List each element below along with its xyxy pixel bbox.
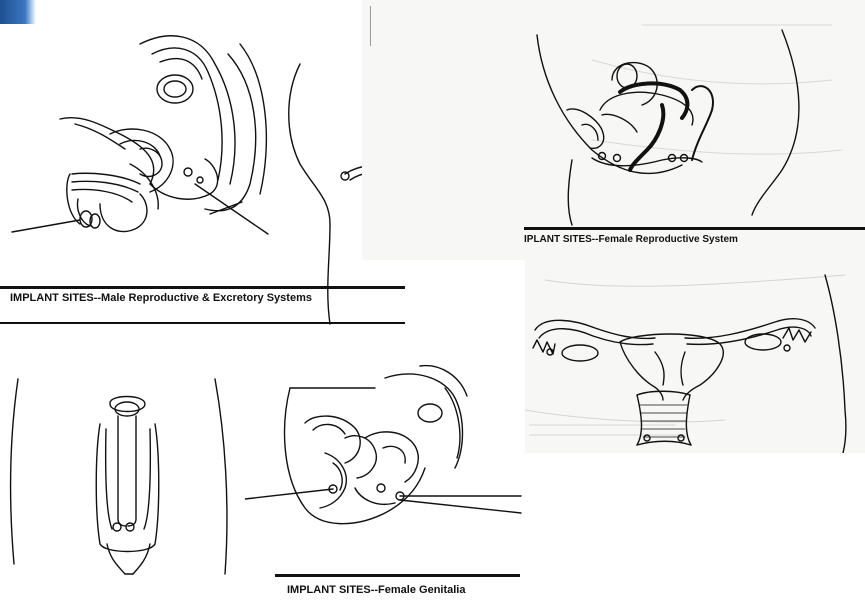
female-genitalia-drawing bbox=[245, 358, 525, 602]
male-caption: IMPLANT SITES--Male Reproductive & Excre… bbox=[10, 292, 312, 304]
female-external-panel bbox=[0, 334, 265, 602]
female-genitalia-caption: IMPLANT SITES--Female Genitalia bbox=[287, 584, 465, 596]
female-reproductive-panel: IPLANT SITES--Female Reproductive System bbox=[362, 0, 865, 260]
male-caption-rule-bottom bbox=[0, 322, 405, 324]
male-caption-rule-top bbox=[0, 286, 405, 289]
female-reproductive-caption-rule-top bbox=[524, 227, 865, 230]
female-reproductive-drawing bbox=[362, 0, 865, 260]
female-genitalia-caption-rule bbox=[275, 574, 520, 577]
female-external-drawing bbox=[0, 334, 265, 602]
female-reproductive-caption: IPLANT SITES--Female Reproductive System bbox=[524, 234, 738, 245]
uterus-frontal-panel bbox=[525, 260, 865, 453]
female-genitalia-panel: IMPLANT SITES--Female Genitalia bbox=[245, 358, 525, 602]
uterus-frontal-drawing bbox=[525, 260, 865, 453]
